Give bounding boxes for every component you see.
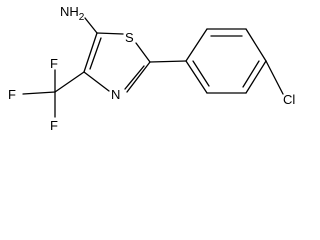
bond-c4-cf3 (54, 71, 85, 93)
bond-c2-phenyl (149, 60, 187, 63)
bond-c2-n3-double (124, 65, 145, 90)
phenyl-bond-6 (185, 60, 208, 94)
phenyl-double-2 (242, 60, 260, 88)
amine-label: NH2 (60, 4, 85, 23)
bond-c4-c5-double (89, 37, 102, 70)
molecule-canvas: NH2 S N Cl F F F (8, 4, 295, 133)
bond-c4-c5 (83, 32, 98, 73)
phenyl-bond-1 (185, 28, 208, 62)
sulfur-label: S (125, 30, 134, 45)
bond-c5-s (96, 32, 124, 35)
fluorine-label-bottom: F (50, 118, 58, 133)
bond-phenyl-cl (265, 60, 284, 95)
bond-n3-c4 (83, 71, 110, 92)
bond-c5-nh2 (84, 17, 98, 34)
phenyl-bond-3 (245, 28, 267, 62)
bond-s-c2 (135, 42, 151, 63)
bond-cf3-f2 (22, 91, 56, 95)
fluorine-label-top: F (50, 56, 58, 71)
phenyl-double-3 (192, 60, 210, 87)
structure-drawing: NH2 S N Cl F F F (8, 4, 295, 133)
nitrogen-label: N (111, 87, 120, 102)
chlorine-label: Cl (283, 92, 295, 107)
phenyl-bond-4 (245, 60, 267, 94)
bond-c2-n3 (126, 61, 151, 93)
fluorine-label-left: F (8, 87, 16, 102)
